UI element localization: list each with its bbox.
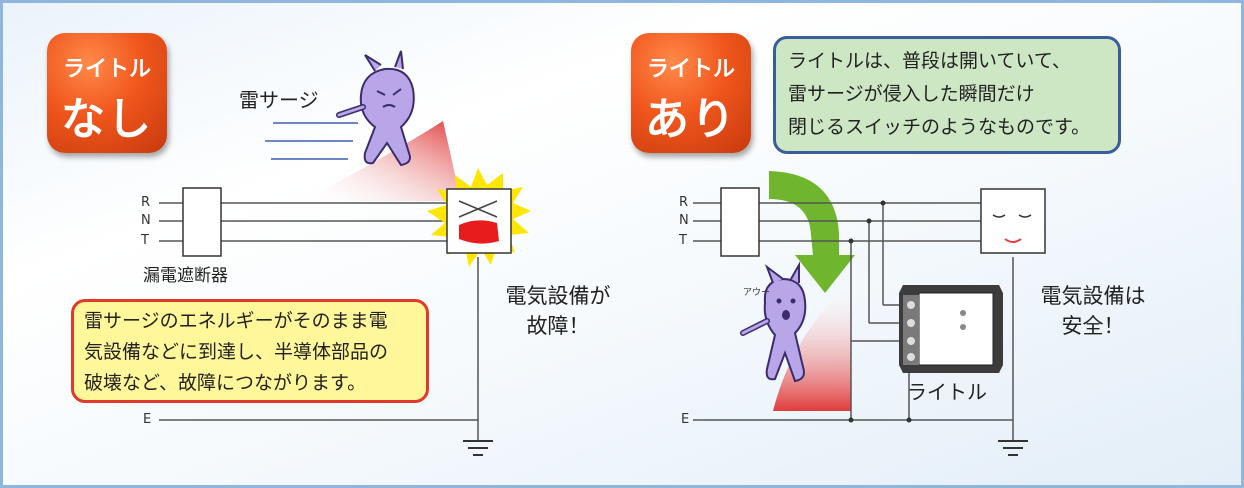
diversion-arrow xyxy=(769,171,855,293)
wire-label-n-right: N xyxy=(679,213,689,228)
badge-without-litor: ライトル なし xyxy=(47,33,167,153)
earth-label-right: E xyxy=(681,412,690,427)
status-line-2: 安全！ xyxy=(1061,314,1125,338)
character-exclaim: アウー xyxy=(743,288,771,298)
circuit-drawing xyxy=(159,50,1046,456)
wire-label-r-right: R xyxy=(679,195,689,210)
equipment-status-right: 電気設備は 安全！ xyxy=(1033,281,1153,341)
wire-label-n: N xyxy=(141,213,151,228)
surge-character-left xyxy=(336,50,415,167)
speed-lines xyxy=(265,122,358,160)
note-line: 破壊など、故障につながります。 xyxy=(84,372,367,394)
breaker-box xyxy=(182,187,222,257)
ground-symbol-right xyxy=(998,440,1028,456)
status-line-2: 故障！ xyxy=(526,314,590,338)
warning-note: 雷サージのエネルギーがそのまま電 気設備などに到達し、半導体部品の 破壊など、故… xyxy=(71,299,429,403)
wire-label-t: T xyxy=(141,233,149,248)
note-line: 雷サージのエネルギーがそのまま電 xyxy=(84,310,388,332)
breaker-label: 漏電遮断器 xyxy=(143,266,228,286)
badge-product-name: ライトル xyxy=(62,57,151,82)
note-line: ライトルは、普段は開いていて、 xyxy=(788,50,1071,72)
badge-product-name: ライトル xyxy=(646,57,735,82)
surge-wave-right xyxy=(773,283,851,411)
ground-symbol-left xyxy=(463,440,493,456)
status-line-1: 電気設備が xyxy=(505,284,611,308)
wire-label-t-right: T xyxy=(679,233,687,248)
note-line: 雷サージが侵入した瞬間だけ xyxy=(788,83,1035,105)
note-line: 気設備などに到達し、半導体部品の xyxy=(84,341,389,363)
equipment-status-left: 電気設備が 故障！ xyxy=(498,281,618,341)
equipment-box-safe xyxy=(980,188,1046,254)
wire-label-r: R xyxy=(141,195,151,210)
badge-without: なし xyxy=(61,94,153,145)
badge-with-litor: ライトル あり xyxy=(631,33,751,153)
earth-label: E xyxy=(143,412,152,427)
smile-mouth xyxy=(1004,238,1022,243)
surge-wave-left xyxy=(303,121,461,201)
broken-face-mouth xyxy=(459,220,499,244)
badge-with: あり xyxy=(645,94,737,145)
note-line: 閉じるスイッチのようなものです。 xyxy=(788,116,1091,138)
litor-device xyxy=(899,285,1003,373)
litor-device-label: ライトル xyxy=(907,380,987,404)
junction-dots xyxy=(848,200,912,423)
status-line-1: 電気設備は xyxy=(1040,284,1146,308)
breaker-box-right xyxy=(720,187,760,257)
surge-character-right xyxy=(740,261,807,383)
surge-label: 雷サージ xyxy=(239,88,319,112)
explanation-note: ライトルは、普段は開いていて、 雷サージが侵入した瞬間だけ 閉じるスイッチのよう… xyxy=(773,36,1121,154)
